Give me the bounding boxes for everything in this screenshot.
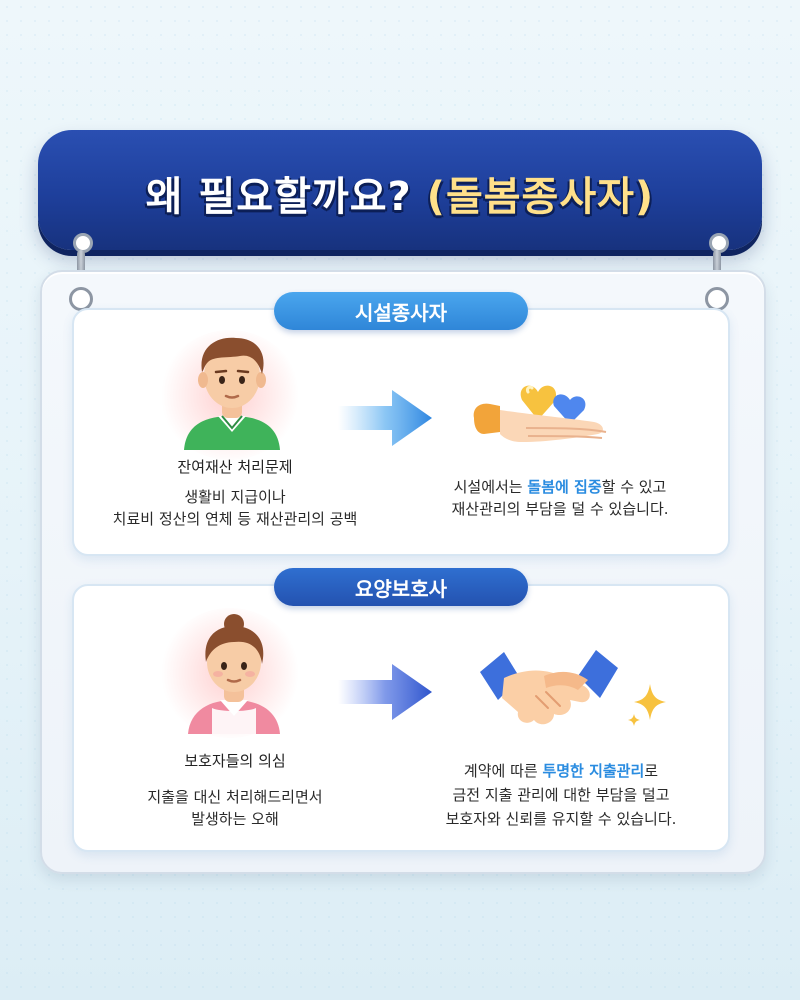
sparkle-icon <box>628 684 666 726</box>
problem-line-2: 발생하는 오해 <box>191 810 279 828</box>
arrow-right-icon <box>338 664 432 720</box>
woman-avatar-icon <box>188 614 280 734</box>
page-title: 왜 필요할까요? (돌봄종사자) <box>38 164 762 222</box>
benefit-text: 로 <box>644 762 659 780</box>
header-banner: 왜 필요할까요? (돌봄종사자) <box>38 130 762 250</box>
problem-title: 잔여재산 처리문제 <box>177 458 293 476</box>
benefit-highlight: 투명한 지출관리 <box>542 762 645 780</box>
problem-title: 보호자들의 의심 <box>184 752 286 770</box>
benefit-highlight: 돌봄에 집중 <box>527 478 602 496</box>
benefit-text: 할 수 있고 <box>601 478 667 496</box>
problem-line-2: 치료비 정산의 연체 등 재산관리의 공백 <box>112 510 358 528</box>
handshake-icon <box>480 650 618 725</box>
title-main: 왜 필요할까요? <box>145 174 412 220</box>
benefit-line-1: 계약에 따른 투명한 지출관리로 <box>396 760 726 782</box>
benefit-text: 시설에서는 <box>453 478 528 496</box>
benefit-text: 계약에 따른 <box>463 762 543 780</box>
benefit-line-2: 재산관리의 부담을 덜 수 있습니다. <box>451 500 669 518</box>
benefit-line-1: 시설에서는 돌봄에 집중할 수 있고 <box>400 476 720 498</box>
problem-line-1: 생활비 지급이나 <box>184 488 286 506</box>
section-label-facility: 시설종사자 <box>274 292 528 330</box>
arrow-right-icon <box>338 390 432 446</box>
hand-hearts-icon <box>473 385 607 442</box>
problem-line-1: 지출을 대신 처리해드리면서 <box>147 788 323 806</box>
title-accent: (돌봄종사자) <box>426 174 655 220</box>
benefit-line-2: 금전 지출 관리에 대한 부담을 덜고 <box>452 786 670 804</box>
hanger-ring-right <box>705 287 729 311</box>
section-label-caregiver: 요양보호사 <box>274 568 528 606</box>
man-avatar-icon <box>184 337 280 450</box>
benefit-line-3: 보호자와 신뢰를 유지할 수 있습니다. <box>445 810 677 828</box>
